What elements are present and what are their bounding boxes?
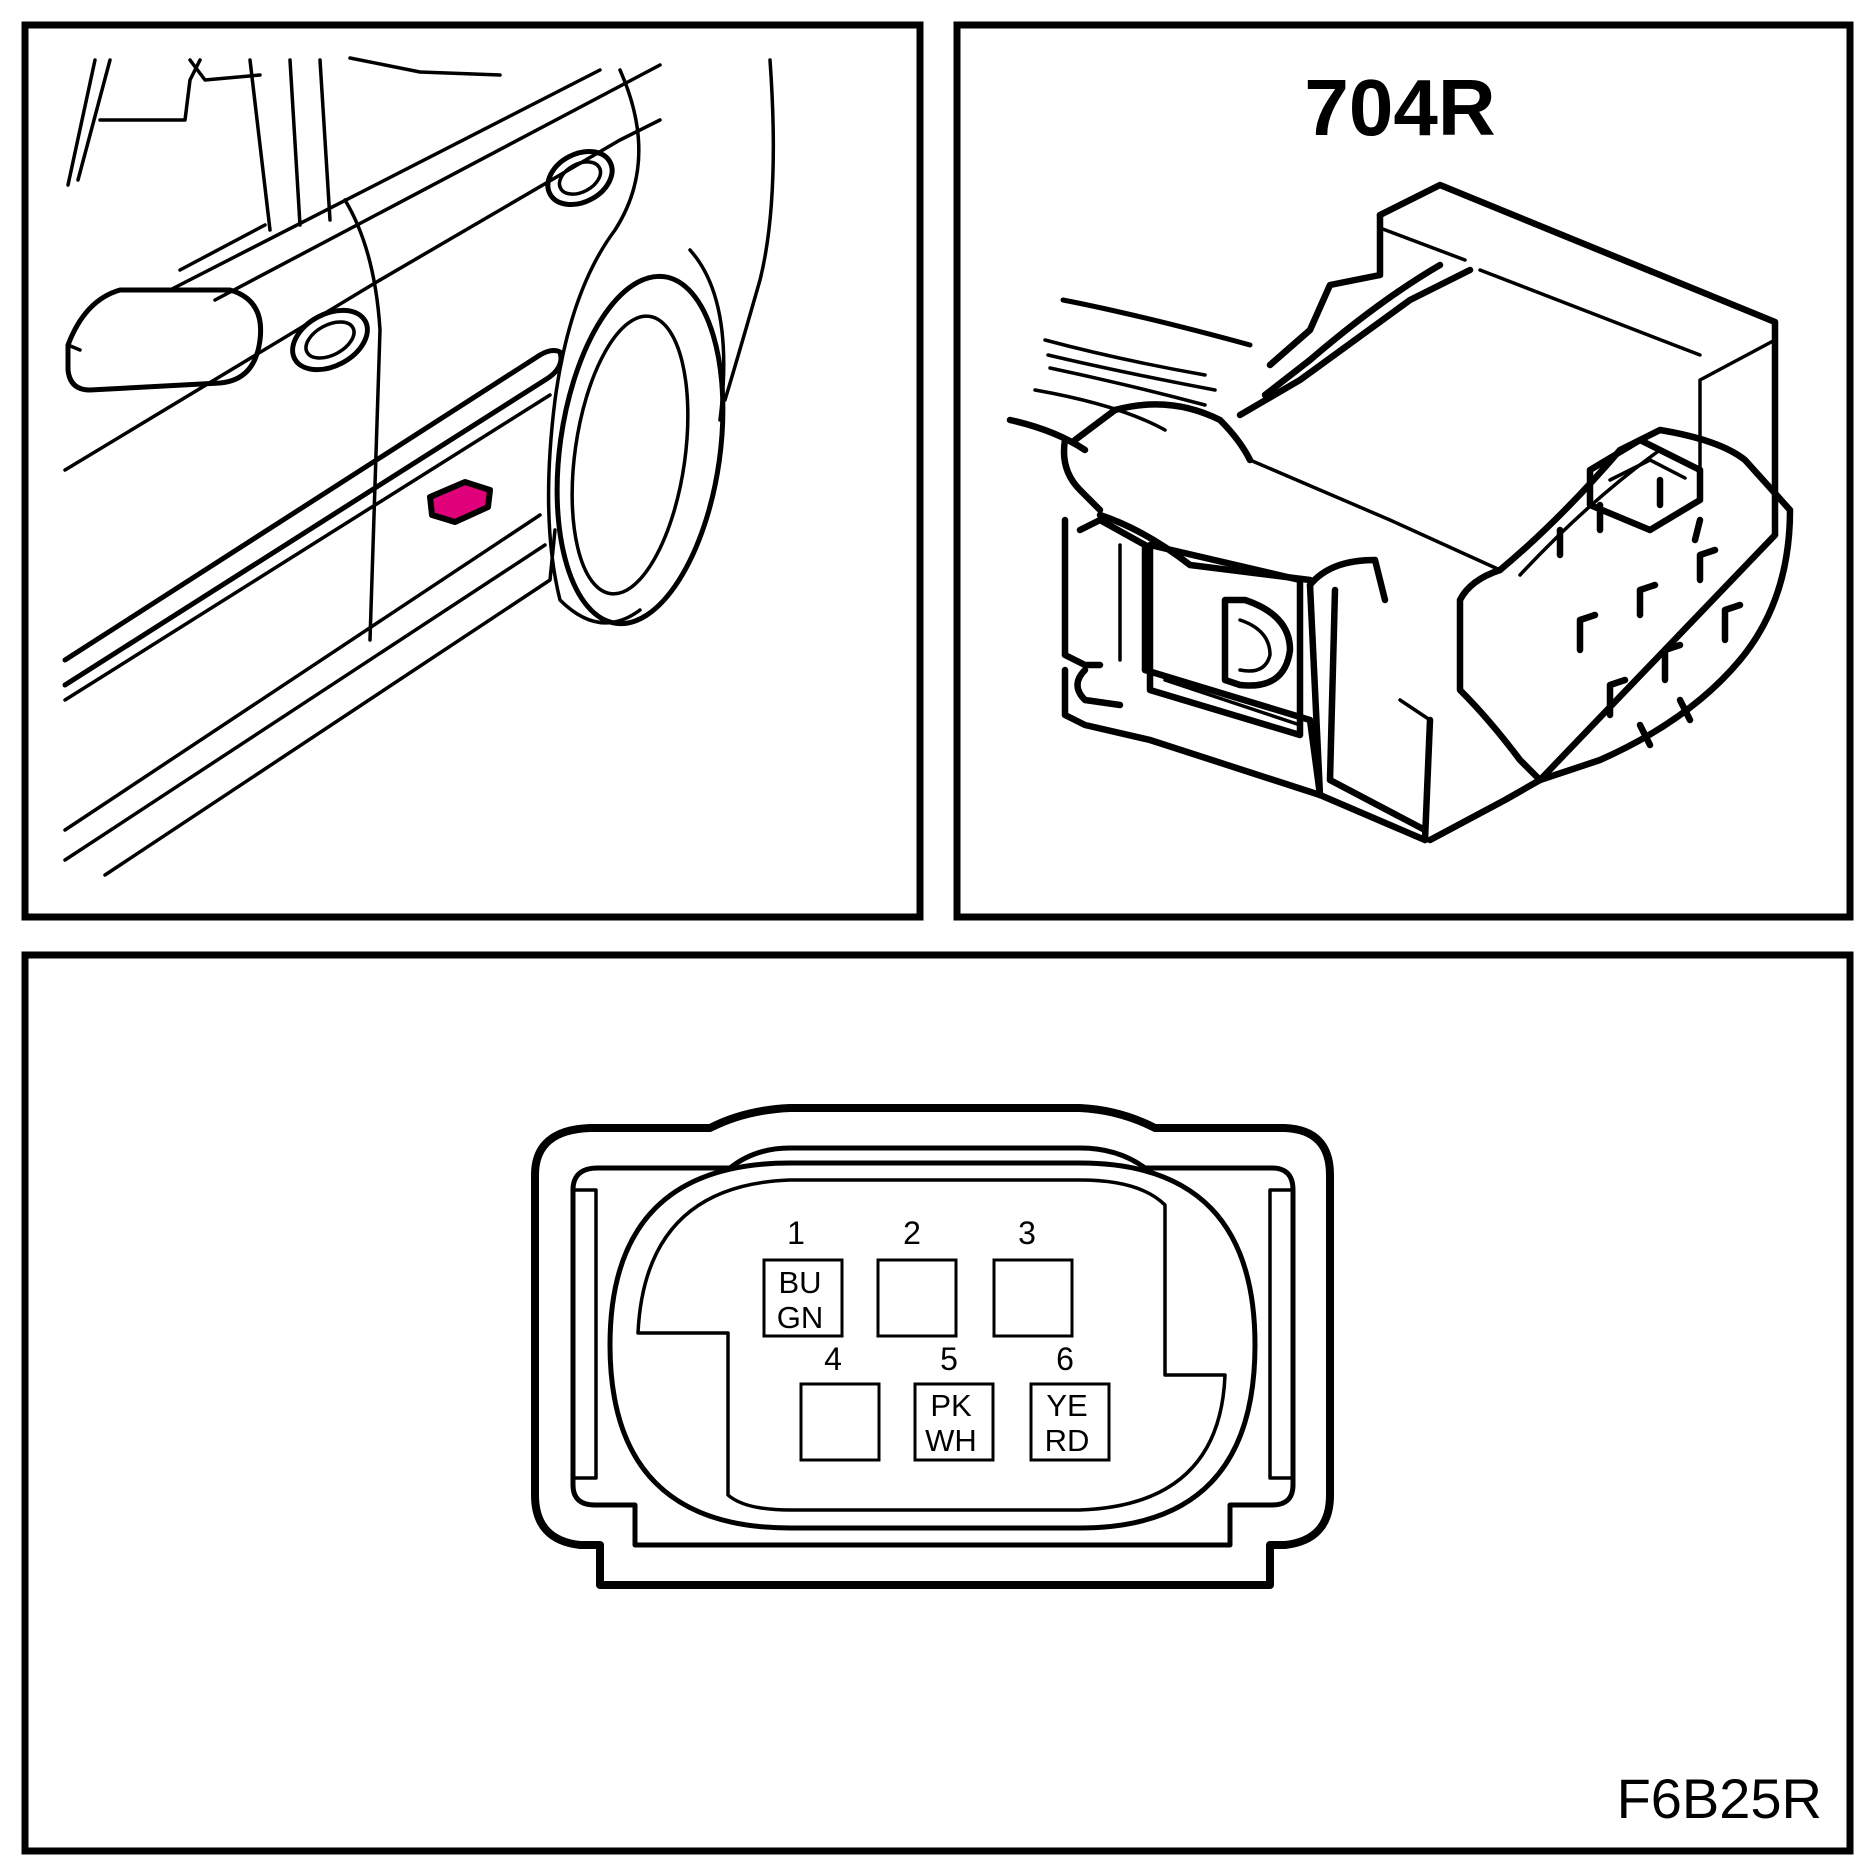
- wire-color-1: BU: [778, 1265, 821, 1300]
- pin-number: 3: [1018, 1215, 1036, 1251]
- pin-number: 5: [940, 1341, 958, 1377]
- pin-number: 6: [1056, 1341, 1074, 1377]
- pinout-panel: 1 BU GN 2 3 4 5 PK WH 6: [21, 951, 1854, 1855]
- vehicle-location-panel: [21, 21, 924, 921]
- pin-cavity: [762, 1258, 844, 1338]
- pin-number: 4: [824, 1341, 842, 1377]
- connector-3d-panel: 704R: [953, 21, 1854, 921]
- pin-cavity: [1029, 1382, 1111, 1462]
- figure-code: F6B25R: [1617, 1767, 1822, 1830]
- pin-6: 6 YE RD: [1029, 1341, 1111, 1462]
- wire-color-2: GN: [777, 1300, 824, 1335]
- car-side-illustration: [62, 56, 776, 877]
- pin-cavity: [992, 1258, 1074, 1338]
- pin-number: 1: [787, 1215, 805, 1251]
- connector-3d-illustration: [1006, 181, 1794, 844]
- wire-color-1: PK: [930, 1388, 972, 1423]
- pin-2: 2: [876, 1215, 958, 1338]
- pin-cavity: [913, 1382, 995, 1462]
- wire-color-2: WH: [925, 1423, 977, 1458]
- wire-color-2: RD: [1045, 1423, 1090, 1458]
- pin-5: 5 PK WH: [913, 1341, 995, 1462]
- connector-face-outline: [531, 1104, 1334, 1589]
- location-marker-icon: [427, 479, 493, 525]
- pin-cavity: [876, 1258, 958, 1338]
- wire-color-1: YE: [1046, 1388, 1087, 1423]
- pin-3: 3: [992, 1215, 1074, 1338]
- pin-cavity: [799, 1382, 881, 1462]
- pin-4: 4: [799, 1341, 881, 1462]
- pin-number: 2: [903, 1215, 921, 1251]
- pin-1: 1 BU GN: [762, 1215, 844, 1338]
- connector-id: 704R: [1304, 63, 1495, 152]
